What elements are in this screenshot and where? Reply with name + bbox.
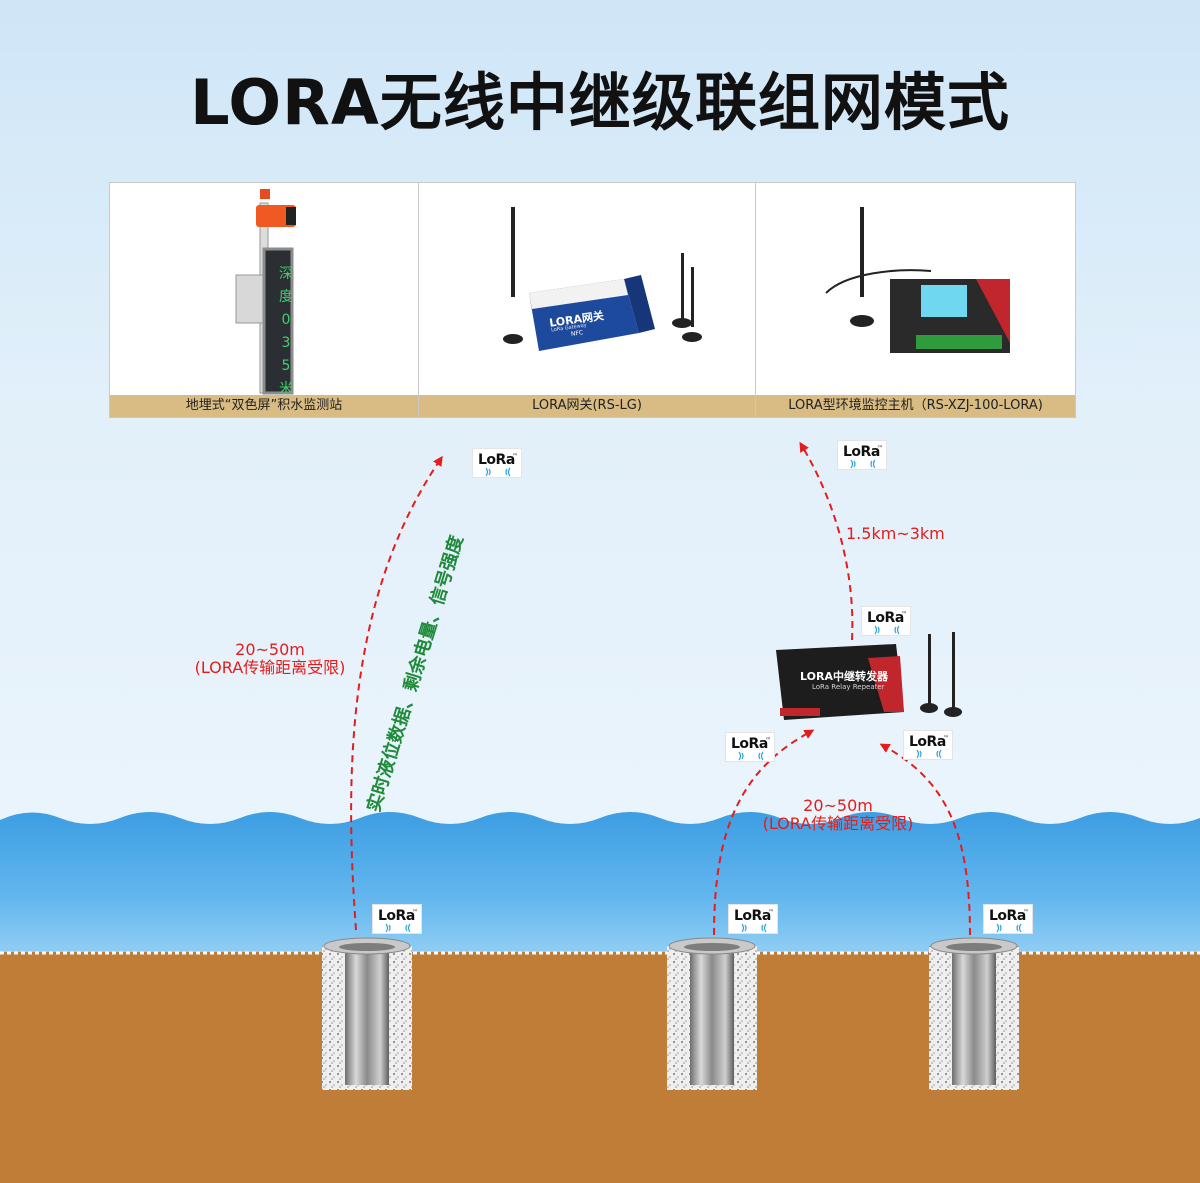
signal-wave-icon xyxy=(874,625,900,635)
lora-badge-tm: ™ xyxy=(901,611,907,618)
lora-badge-text: LoRa xyxy=(843,444,880,460)
lora-badge-icon: LoRa ™ xyxy=(837,440,887,470)
lora-badge-text: LoRa xyxy=(989,908,1026,924)
lora-badge-icon: LoRa ™ xyxy=(725,732,775,762)
caption-water-station: 地埋式“双色屏”积水监测站 xyxy=(110,395,418,417)
lora-badge-icon: LoRa ™ xyxy=(903,730,953,760)
repeater-image xyxy=(776,632,962,720)
antenna-icon xyxy=(503,207,523,344)
product-card-water-station: 深 度 0 3 5 米 地埋式“双色屏”积水监测站 xyxy=(109,182,419,418)
host-image xyxy=(825,207,1010,353)
antenna-icon xyxy=(850,207,874,327)
water-station-image xyxy=(235,189,296,395)
signal-wave-icon xyxy=(738,751,764,761)
lora-badge-icon: LoRa ™ xyxy=(728,904,778,934)
lora-badge-text: LoRa xyxy=(909,734,946,750)
lora-badge-icon: LoRa ™ xyxy=(861,606,911,636)
lora-badge-text: LoRa xyxy=(734,908,771,924)
lora-badge-tm: ™ xyxy=(512,453,518,460)
arrow-sensor2-to-repeater xyxy=(713,729,815,936)
product-card-gateway: LORA网关 LoRa Gateway NFC LORA网关(RS-LG) xyxy=(418,182,756,418)
arrow-left-sensor-to-gateway xyxy=(350,455,443,931)
screen-char: 度 xyxy=(279,289,293,305)
repeater-label: LORA中继转发器 xyxy=(800,670,888,683)
antenna-icon xyxy=(682,267,702,342)
right-distance-value: 20~50m xyxy=(803,796,873,815)
lora-badge-text: LoRa xyxy=(731,736,768,752)
soil-ground xyxy=(0,952,1200,1183)
page-title: LORA无线中继级联组网模式 xyxy=(190,66,1010,139)
signal-wave-icon xyxy=(850,459,876,469)
long-distance-label: 1.5km~3km xyxy=(846,524,945,543)
signal-wave-icon xyxy=(916,749,942,759)
antenna-icon xyxy=(944,632,962,717)
signal-wave-icon xyxy=(485,467,511,477)
screen-char: 米 xyxy=(279,381,293,397)
screen-char: 0 xyxy=(281,312,291,328)
lora-badge-text: LoRa xyxy=(378,908,415,924)
pipe-sensor-icon xyxy=(322,937,412,1090)
lora-badge-text: LoRa xyxy=(478,452,515,468)
arrow-repeater-to-host xyxy=(799,441,854,641)
lora-badge-icon: LoRa ™ xyxy=(983,904,1033,934)
left-distance-label: 20~50m (LORA传输距离受限) xyxy=(180,641,360,677)
repeater-sub-label: LoRa Relay Repeater xyxy=(812,683,885,691)
alarm-light-icon xyxy=(256,189,296,227)
water-surface xyxy=(0,812,1200,952)
right-distance-note: (LORA传输距离受限) xyxy=(762,814,914,833)
product-card-host: LORA型环境监控主机（RS-XZJ-100-LORA) xyxy=(755,182,1076,418)
lora-badge-tm: ™ xyxy=(877,445,883,452)
signal-wave-icon xyxy=(385,923,411,933)
antenna-icon xyxy=(672,253,692,328)
screen-text-column: 深 度 0 3 5 米 xyxy=(279,263,293,401)
lora-badge-tm: ™ xyxy=(943,735,949,742)
gateway-image xyxy=(503,207,702,351)
antenna-icon xyxy=(920,634,938,713)
left-distance-value: 20~50m xyxy=(235,640,305,659)
lora-badge-tm: ™ xyxy=(765,737,771,744)
screen-char: 深 xyxy=(279,266,293,282)
left-distance-note: (LORA传输距离受限) xyxy=(194,658,346,677)
lora-badge-tm: ™ xyxy=(412,909,418,916)
right-distance-label: 20~50m (LORA传输距离受限) xyxy=(748,797,928,833)
lora-badge-tm: ™ xyxy=(1023,909,1029,916)
pipe-sensor-icon xyxy=(667,937,757,1090)
screen-char: 5 xyxy=(281,358,291,374)
lora-badge-text: LoRa xyxy=(867,610,904,626)
signal-wave-icon xyxy=(996,923,1022,933)
lora-badge-icon: LoRa ™ xyxy=(372,904,422,934)
screen-char: 3 xyxy=(281,335,291,351)
caption-gateway: LORA网关(RS-LG) xyxy=(419,395,755,417)
pipe-sensor-icon xyxy=(929,937,1019,1090)
signal-wave-icon xyxy=(741,923,767,933)
lora-badge-icon: LoRa ™ xyxy=(472,448,522,478)
lora-badge-tm: ™ xyxy=(768,909,774,916)
caption-host: LORA型环境监控主机（RS-XZJ-100-LORA) xyxy=(756,395,1075,417)
